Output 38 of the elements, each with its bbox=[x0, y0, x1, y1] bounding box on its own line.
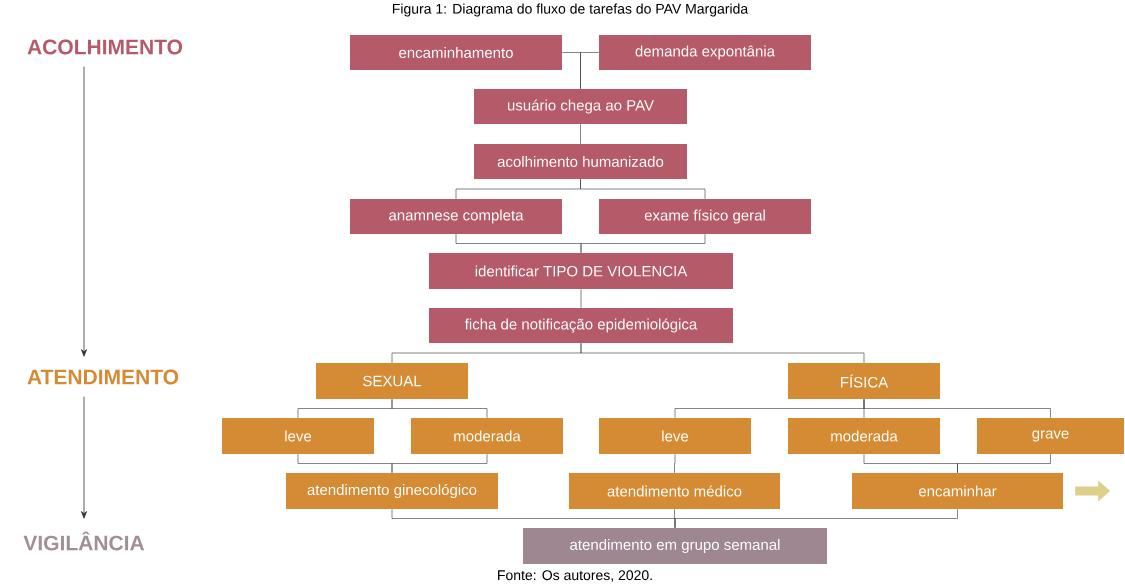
process-box: acolhimento humanizado bbox=[474, 144, 687, 179]
arrow bbox=[81, 66, 87, 357]
process-box: atendimento ginecológico bbox=[286, 473, 498, 509]
process-box: encaminhar bbox=[852, 473, 1063, 509]
process-box: moderada bbox=[788, 418, 940, 454]
connector bbox=[674, 508, 958, 529]
connector bbox=[674, 453, 676, 474]
process-box: atendimento médico bbox=[569, 473, 780, 509]
connector bbox=[580, 342, 865, 364]
connector bbox=[863, 398, 1051, 419]
connector bbox=[580, 233, 706, 254]
process-box: FÍSICA bbox=[788, 363, 940, 399]
process-box: ficha de notificação epidemiológica bbox=[429, 308, 733, 343]
process-box: usuário chega ao PAV bbox=[474, 89, 687, 124]
connector bbox=[957, 453, 1051, 474]
process-box: exame físico geral bbox=[599, 199, 811, 234]
connector bbox=[580, 123, 581, 145]
process-box: leve bbox=[222, 418, 374, 454]
process-box: grave bbox=[977, 418, 1124, 454]
process-box: demanda expontânia bbox=[599, 35, 811, 70]
process-box: atendimento em grupo semanal bbox=[523, 528, 827, 564]
process-box: leve bbox=[599, 418, 751, 454]
connector bbox=[391, 398, 488, 419]
process-box: anamnese completa bbox=[350, 199, 562, 234]
title: Figura 1: Diagrama do fluxo de tarefas do PAV Margarida bbox=[392, 3, 749, 17]
connector bbox=[580, 288, 582, 309]
process-box: identificar TIPO DE VIOLENCIA bbox=[429, 253, 733, 289]
process-box: SEXUAL bbox=[316, 363, 468, 399]
connector bbox=[580, 178, 706, 200]
connector bbox=[580, 52, 600, 90]
arrow bbox=[81, 396, 87, 519]
process-box: encaminhamento bbox=[350, 35, 562, 70]
stage-label: ACOLHIMENTO bbox=[27, 39, 183, 55]
connector bbox=[391, 453, 488, 474]
process-box: moderada bbox=[411, 418, 563, 454]
stage-label: ATENDIMENTO bbox=[27, 369, 179, 385]
caption: Fonte: Os autores, 2020. bbox=[498, 570, 652, 582]
stage-label: VIGILÂNCIA bbox=[23, 531, 145, 551]
